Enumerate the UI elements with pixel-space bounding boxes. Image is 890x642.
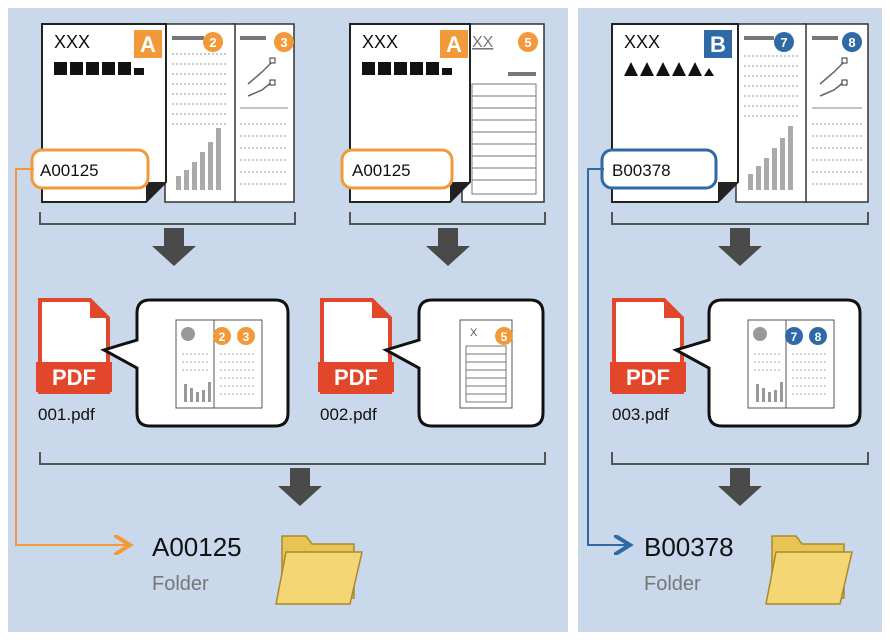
folder-label: Folder bbox=[644, 573, 701, 595]
preview-table bbox=[465, 345, 507, 403]
key-field-value: A00125 bbox=[40, 161, 99, 180]
pdf-file-name: 003.pdf bbox=[612, 405, 669, 424]
page-number-text: 2 bbox=[219, 330, 226, 344]
page-number-text: 5 bbox=[524, 35, 531, 50]
page-number-badge bbox=[785, 327, 803, 345]
page-number-badge bbox=[274, 32, 294, 52]
pdf-file-name: 001.pdf bbox=[38, 405, 95, 424]
page-number-text: 8 bbox=[815, 330, 822, 344]
page-number-badge bbox=[495, 327, 513, 345]
doc-type-badge bbox=[440, 30, 468, 58]
preview-content bbox=[181, 327, 256, 402]
preview-mark: X bbox=[470, 327, 478, 339]
page-number-badge bbox=[518, 32, 538, 52]
key-field-value: A00125 bbox=[352, 161, 411, 180]
down-arrow bbox=[426, 228, 470, 266]
doc-type-letter: A bbox=[140, 32, 156, 57]
bracket-bottom bbox=[39, 452, 869, 465]
page-number-text: 5 bbox=[501, 330, 508, 344]
page-number-text: 7 bbox=[780, 35, 787, 50]
down-arrow bbox=[718, 468, 762, 506]
folder-icon bbox=[765, 535, 853, 605]
doc-header-text: XXX bbox=[54, 32, 90, 52]
key-to-folder-connector-b bbox=[587, 168, 630, 545]
doc1-page2-content bbox=[172, 36, 228, 190]
pdf-icon-label: PDF bbox=[52, 365, 96, 390]
key-field-box bbox=[340, 148, 454, 190]
key-field-value: B00378 bbox=[612, 161, 671, 180]
folder-name: A00125 bbox=[152, 532, 242, 562]
down-arrow bbox=[278, 468, 322, 506]
doc-type-letter: A bbox=[446, 32, 462, 57]
doc1-page-3 bbox=[231, 23, 295, 203]
pdf-icon-label: PDF bbox=[334, 365, 378, 390]
page-number-badge bbox=[237, 327, 255, 345]
pdf-file-2: PDF 002.pdf X 5 bbox=[318, 298, 545, 428]
doc3-page-8 bbox=[803, 23, 869, 203]
folder-name: B00378 bbox=[644, 532, 734, 562]
folder-icon bbox=[275, 535, 363, 605]
doc3-page8-content bbox=[812, 36, 862, 185]
doc-type-badge bbox=[134, 30, 162, 58]
bracket-top-left bbox=[39, 212, 869, 225]
folder-label: Folder bbox=[152, 573, 209, 595]
doc-type-letter: B bbox=[710, 32, 726, 57]
page-number-text: 7 bbox=[791, 330, 798, 344]
page-number-badge bbox=[809, 327, 827, 345]
page-number-text: 3 bbox=[243, 330, 250, 344]
doc-header-text: XXX bbox=[624, 32, 660, 52]
preview-content bbox=[753, 327, 828, 402]
pdf-file-1: PDF 001.pdf 2 3 bbox=[36, 298, 290, 428]
pdf-file-name: 002.pdf bbox=[320, 405, 377, 424]
doc-header-text: XXX bbox=[362, 32, 398, 52]
doc2-table-lines bbox=[471, 83, 537, 195]
down-arrow bbox=[718, 228, 762, 266]
page-number-badge bbox=[203, 32, 223, 52]
page-number-badge bbox=[842, 32, 862, 52]
doc3-page-7 bbox=[735, 23, 807, 203]
doc1-page3-content bbox=[240, 36, 288, 185]
doc-type-badge bbox=[704, 30, 732, 58]
key-to-folder-connector-a bbox=[15, 168, 130, 545]
page-number-text: 2 bbox=[209, 35, 216, 50]
doc-black-triangles bbox=[624, 62, 714, 76]
doc2-extra-header: XX bbox=[472, 34, 494, 51]
doc3-page7-content bbox=[744, 36, 800, 190]
down-arrow bbox=[152, 228, 196, 266]
page-number-badge bbox=[774, 32, 794, 52]
page-number-badge bbox=[213, 327, 231, 345]
pdf-icon-label: PDF bbox=[626, 365, 670, 390]
doc-black-blocks bbox=[54, 62, 144, 75]
page-number-text: 3 bbox=[280, 35, 287, 50]
page-number-text: 8 bbox=[848, 35, 855, 50]
doc-black-blocks bbox=[362, 62, 452, 75]
pdf-file-3: PDF 003.pdf 7 8 bbox=[610, 298, 862, 428]
